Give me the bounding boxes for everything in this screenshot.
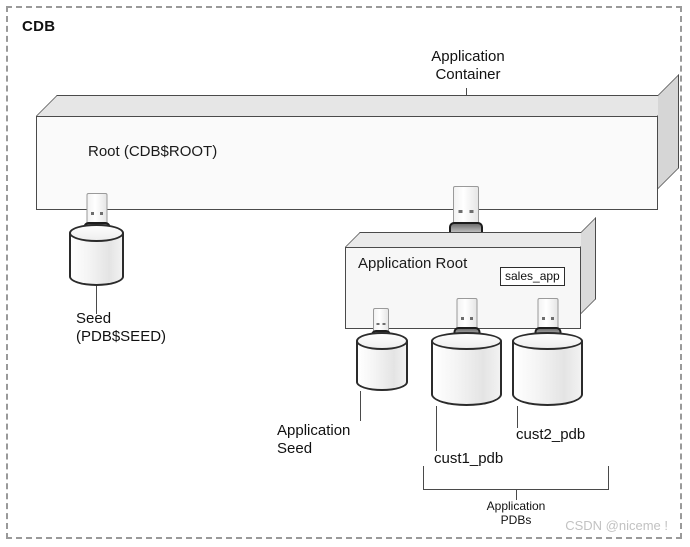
cylinder-cap [356,332,408,350]
application-pdbs-bracket [423,466,609,490]
plug-pins [460,317,473,320]
root-box-label: Root (CDB$ROOT) [88,143,218,160]
cust1-pdb-label: cust1_pdb [434,450,504,467]
application-root-side-face [581,217,596,314]
plug-blade [373,308,389,332]
plug-blade [86,193,107,224]
application-root-label: Application Root [358,255,468,272]
cdb-label: CDB [22,18,56,35]
application-seed-leader-line [360,391,361,421]
application-pdbs-leader-line [516,490,517,500]
plug-pins [90,212,103,215]
seed-database-cylinder [69,224,124,286]
cylinder-cap [69,224,124,242]
plug-blade [537,298,558,329]
cust2-pdb-label: cust2_pdb [516,426,586,443]
sales-app-badge: sales_app [500,267,565,286]
cylinder-body [431,341,502,406]
cylinder-cap [431,332,502,350]
application-seed-database-cylinder [356,332,408,391]
root-container-box: Root (CDB$ROOT) [36,74,679,210]
cylinder-body [512,341,583,406]
root-box-top-face [36,95,679,116]
cylinder-cap [512,332,583,350]
cust1-pdb-leader-line [436,406,437,451]
seed-label: Seed (PDB$SEED) [76,310,167,345]
plug-pins [376,323,386,325]
watermark-text: CSDN @niceme ! [565,518,668,533]
seed-leader-line [96,286,97,314]
root-box-front-face [36,116,658,210]
plug-blade [453,186,479,224]
plug-blade [456,298,477,329]
cust2-pdb-leader-line [517,406,518,428]
application-pdbs-label: Application PDBs [486,499,546,527]
application-container-label: Application Container [431,48,505,83]
cust1-pdb-database-cylinder [431,332,502,406]
plug-pins [458,210,474,213]
cust2-pdb-database-cylinder [512,332,583,406]
application-root-top-face [345,232,596,247]
bracket-bar [424,489,608,490]
plug-pins [541,317,554,320]
cdb-boundary [6,6,682,539]
application-seed-label: Application Seed [277,422,351,457]
